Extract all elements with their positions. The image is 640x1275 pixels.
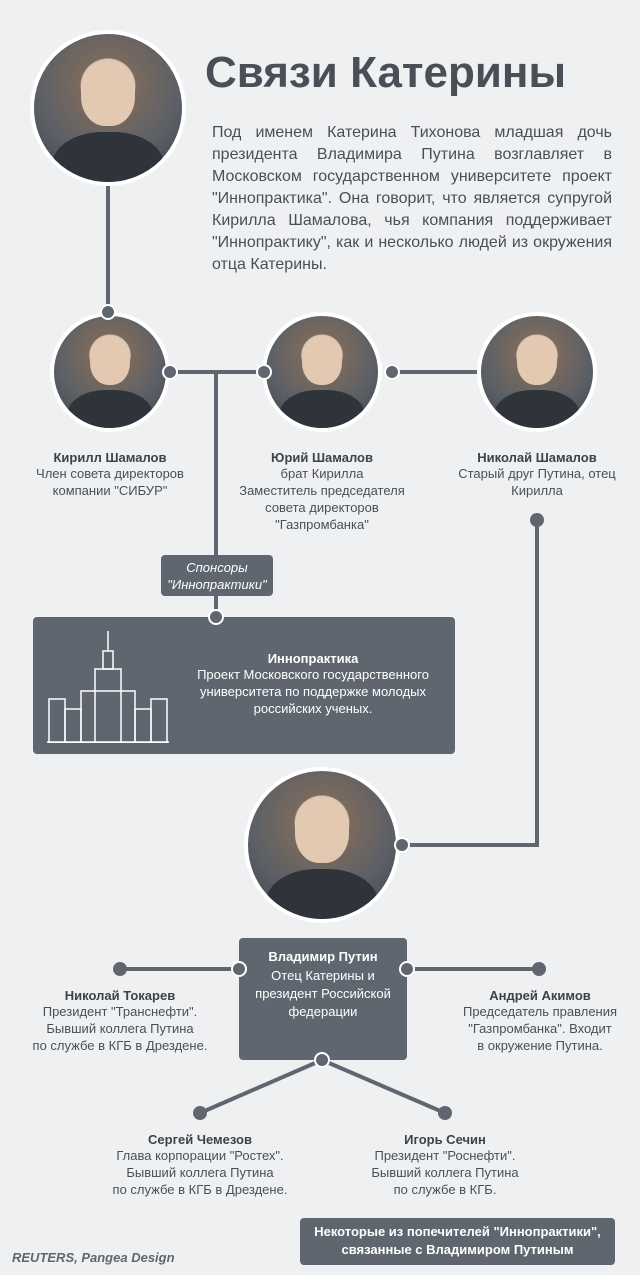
nikolai-shamalov-photo <box>477 312 597 432</box>
credit: REUTERS, Pangea Design <box>12 1250 175 1265</box>
person-yuri: Юрий Шамалов брат Кирилла Заместитель пр… <box>222 450 422 533</box>
innopraktika-box: Иннопрактика Проект Московского государс… <box>33 617 455 754</box>
innopraktika-title: Иннопрактика <box>267 651 359 666</box>
katerina-photo <box>30 30 186 186</box>
person-desc: Кирилла <box>511 483 563 498</box>
person-name: Игорь Сечин <box>404 1132 486 1147</box>
person-akimov: Андрей Акимов Председатель правления "Га… <box>440 988 640 1054</box>
trustees-label: Некоторые из попечителей "Иннопрактики",… <box>300 1218 615 1265</box>
connector-dot <box>530 513 544 527</box>
person-nikolai-shamalov: Николай Шамалов Старый друг Путина, отец… <box>437 450 637 499</box>
person-desc: брат Кирилла <box>280 466 364 481</box>
person-tokarev: Николай Токарев Президент "Транснефти". … <box>20 988 220 1054</box>
putin-box: Владимир Путин Отец Катерины и президент… <box>239 938 407 1060</box>
connector-dot <box>113 962 127 976</box>
page-title: Связи Катерины <box>205 48 567 97</box>
person-desc: "Газпромбанка" <box>275 517 369 532</box>
intro-text: Под именем Катерина Тихонова младшая доч… <box>212 124 612 273</box>
trustees-line: Некоторые из попечителей "Иннопрактики", <box>314 1224 601 1239</box>
yuri-photo <box>262 312 382 432</box>
person-chemezov: Сергей Чемезов Глава корпорации "Ростех"… <box>100 1132 300 1198</box>
trustees-line: связанные с Владимиром Путиным <box>341 1242 574 1257</box>
person-desc: по службе в КГБ. <box>393 1182 497 1197</box>
connector-dot <box>532 962 546 976</box>
connector-dot <box>162 364 178 380</box>
university-building-icon <box>47 631 169 743</box>
person-desc: Отец Катерины и <box>271 968 375 983</box>
innopraktika-desc: Проект Московского государственного <box>197 667 429 682</box>
person-desc: по службе в КГБ в Дрездене. <box>32 1038 208 1053</box>
person-desc: в окружение Путина. <box>477 1038 603 1053</box>
kirill-photo <box>50 312 170 432</box>
connector-dot <box>100 304 116 320</box>
connector-dot <box>208 609 224 625</box>
person-desc: совета директоров <box>265 500 379 515</box>
connector-dot <box>394 837 410 853</box>
sponsors-line: Спонсоры <box>186 560 248 575</box>
connector-dot <box>256 364 272 380</box>
sponsors-line: "Иннопрактики" <box>167 577 267 592</box>
person-sechin: Игорь Сечин Президент "Роснефти". Бывший… <box>345 1132 545 1198</box>
person-desc: Заместитель председателя <box>239 483 405 498</box>
connector-dot <box>384 364 400 380</box>
connector-dot <box>193 1106 207 1120</box>
person-desc: федерации <box>288 1004 358 1019</box>
connector-dot <box>314 1052 330 1068</box>
person-name: Владимир Путин <box>268 949 378 964</box>
person-desc: Президент "Роснефти". <box>374 1148 516 1163</box>
person-desc: президент Российской <box>255 986 391 1001</box>
innopraktika-desc: российских ученых. <box>253 701 373 716</box>
person-desc: "Газпромбанка". Входит <box>468 1021 612 1036</box>
person-desc: Старый друг Путина, отец <box>458 466 616 481</box>
person-name: Кирилл Шамалов <box>53 450 167 465</box>
sponsors-label: Спонсоры "Иннопрактики" <box>161 555 273 596</box>
person-desc: Председатель правления <box>462 1004 618 1019</box>
connector-dot <box>399 961 415 977</box>
connector-dot <box>231 961 247 977</box>
person-desc: Член совета директоров <box>36 466 184 481</box>
person-name: Николай Шамалов <box>477 450 597 465</box>
person-desc: Бывший коллега Путина <box>126 1165 274 1180</box>
person-kirill: Кирилл Шамалов Член совета директоров ко… <box>10 450 210 499</box>
person-desc: компании "СИБУР" <box>52 483 168 498</box>
putin-photo <box>244 767 400 923</box>
person-desc: по службе в КГБ в Дрездене. <box>112 1182 288 1197</box>
connector-dot <box>438 1106 452 1120</box>
innopraktika-desc: университета по поддержке молодых <box>199 684 427 699</box>
person-desc: Бывший коллега Путина <box>371 1165 519 1180</box>
person-name: Николай Токарев <box>64 988 176 1003</box>
person-desc: Бывший коллега Путина <box>46 1021 194 1036</box>
person-desc: Президент "Транснефти". <box>42 1004 198 1019</box>
person-name: Андрей Акимов <box>489 988 591 1003</box>
person-desc: Глава корпорации "Ростех". <box>116 1148 284 1163</box>
person-name: Юрий Шамалов <box>271 450 373 465</box>
person-name: Сергей Чемезов <box>148 1132 252 1147</box>
